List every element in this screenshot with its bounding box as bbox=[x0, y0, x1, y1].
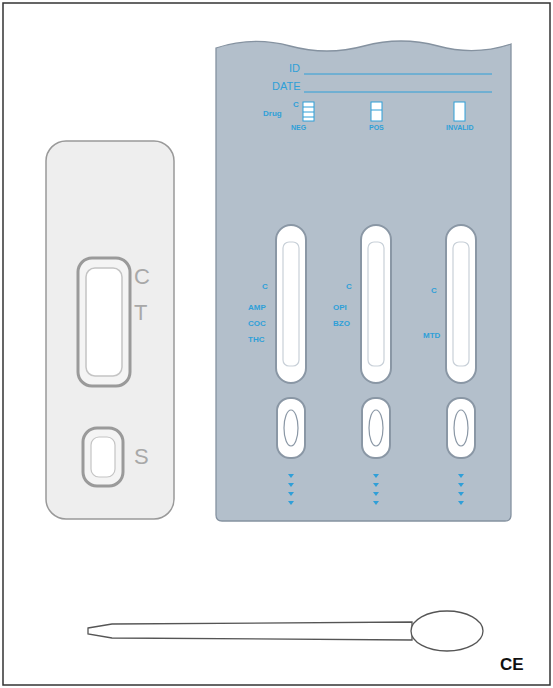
strip-marker: T bbox=[134, 302, 147, 324]
cassette-outline bbox=[215, 30, 512, 522]
panel-label: COC bbox=[248, 320, 266, 328]
panel-label: C bbox=[262, 283, 268, 291]
strip-marker: S bbox=[134, 446, 149, 468]
pipette bbox=[88, 611, 483, 651]
panel-label: MTD bbox=[423, 332, 440, 340]
panel-label: NEG bbox=[291, 124, 306, 131]
cassette-outline bbox=[45, 140, 175, 520]
panel-label: INVALID bbox=[446, 124, 473, 131]
ce-mark: CE bbox=[500, 656, 524, 673]
strip-marker: C bbox=[134, 266, 150, 288]
panel-label: AMP bbox=[248, 304, 266, 312]
panel-label: BZO bbox=[333, 320, 350, 328]
panel-label: DATE bbox=[272, 81, 301, 92]
panel-label: C bbox=[346, 283, 352, 291]
panel-label: Drug bbox=[263, 110, 282, 118]
panel-label: C bbox=[431, 287, 437, 295]
frame bbox=[3, 3, 550, 685]
panel-test-cassette: ID DATE C DrugNEG POS INVALID C AMP COC THC C OPI BZ… bbox=[215, 30, 512, 522]
panel-label: THC bbox=[248, 336, 264, 344]
panel-label: POS bbox=[369, 124, 384, 131]
panel-label: OPI bbox=[333, 304, 347, 312]
panel-label: C bbox=[293, 101, 299, 109]
single-test-cassette: CT S bbox=[45, 140, 175, 520]
panel-label: ID bbox=[289, 63, 300, 74]
